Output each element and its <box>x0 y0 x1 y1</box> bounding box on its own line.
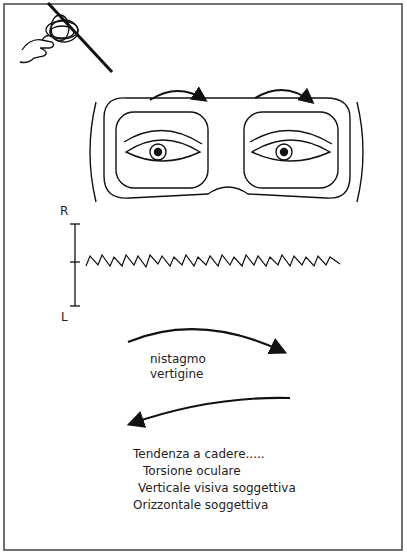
effect-note: Orizzontale soggettiva <box>133 498 268 512</box>
eyelid <box>250 130 332 144</box>
hand-outline <box>20 40 54 63</box>
effect-note: nistagmo <box>150 352 206 366</box>
frame <box>4 4 402 550</box>
rotation-arrow <box>255 90 312 102</box>
labyrinth-loop <box>51 15 69 41</box>
eye <box>126 140 200 161</box>
iris <box>276 144 292 160</box>
effect-note: Tendenza a cadere..... <box>133 447 265 461</box>
goggle-lens <box>116 112 208 188</box>
scale-tick <box>70 223 80 224</box>
eyelid <box>124 130 202 144</box>
direction-scale <box>70 224 80 306</box>
pupil <box>155 149 162 156</box>
scale-letter: R <box>60 204 68 218</box>
goggle-mask <box>104 98 350 198</box>
strap-end <box>90 102 96 202</box>
effect-note: Torsione oculare <box>143 464 241 478</box>
direction-arrow <box>128 329 284 352</box>
scale-letter: L <box>61 310 68 324</box>
pupil <box>281 149 288 156</box>
labyrinth-hand <box>20 15 78 63</box>
goggle-lens <box>244 112 338 188</box>
hand-finger <box>42 36 52 41</box>
eye <box>252 140 330 161</box>
cut-line <box>48 3 112 72</box>
iris <box>150 144 166 160</box>
scale-axis <box>74 224 75 306</box>
frenzel-goggles <box>90 98 363 202</box>
effect-note: vertigine <box>150 367 203 381</box>
scale-tick <box>70 261 80 262</box>
scale-tick <box>70 305 80 306</box>
effect-note: Verticale visiva soggettiva <box>138 481 296 495</box>
direction-arrow <box>130 398 290 424</box>
strap-end <box>357 102 363 202</box>
nystagmus-trace <box>86 255 340 267</box>
